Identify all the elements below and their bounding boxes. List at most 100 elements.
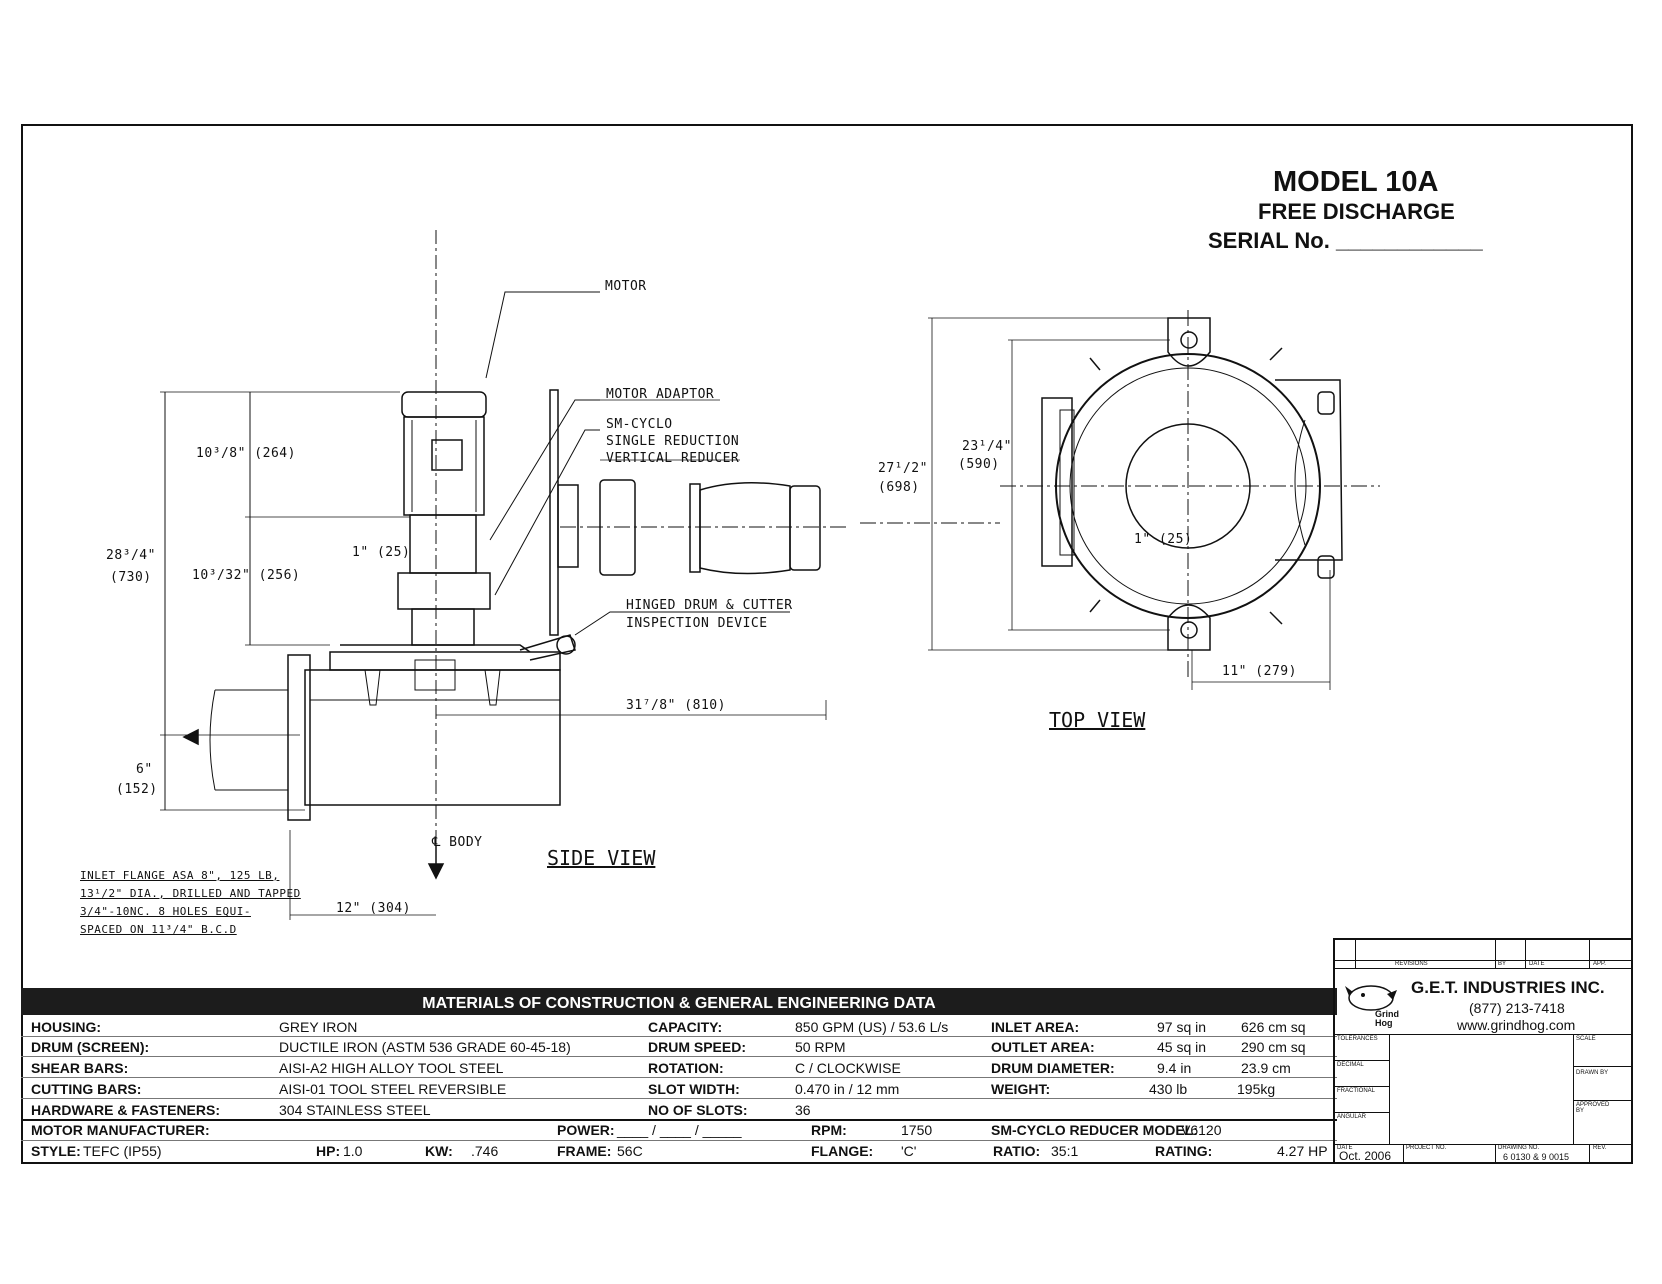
revisions-label: REVISIONS (1395, 961, 1428, 967)
dim-top-overall: 27¹/2" (878, 461, 928, 476)
drawn-by-label: DRAWN BY (1576, 1070, 1609, 1076)
no-of-slots-label: NO OF SLOTS: (648, 1102, 748, 1118)
drum-diameter-label: DRUM DIAMETER: (991, 1060, 1115, 1076)
reducer-model-value: V6120 (1181, 1122, 1222, 1138)
capacity-label: CAPACITY: (648, 1019, 723, 1035)
inlet-flange (287, 654, 311, 821)
app-label: APP. (1593, 961, 1606, 967)
kw-value: .746 (471, 1143, 499, 1159)
top-view-label: TOP VIEW (1049, 708, 1146, 732)
rotation-value: C / CLOCKWISE (795, 1060, 901, 1076)
drawing-no-value: 6 0130 & 9 0015 (1503, 1152, 1570, 1162)
motor-body (403, 416, 485, 516)
hp-label: HP: (316, 1143, 341, 1159)
weight-label: WEIGHT: (991, 1081, 1051, 1097)
callout-hinged-1: HINGED DRUM & CUTTER (626, 598, 793, 613)
tolerances-label: TOLERANCES (1337, 1036, 1378, 1042)
inlet-area-label: INLET AREA: (991, 1019, 1080, 1035)
dim-overall-height: 28³/4" (106, 548, 156, 563)
shear-bars-value: AISI-A2 HIGH ALLOY TOOL STEEL (279, 1060, 504, 1076)
rpm-label: RPM: (811, 1122, 847, 1138)
drum-diameter-in: 9.4 in (1157, 1060, 1192, 1076)
dim-inlet-offset: 6" (136, 762, 153, 777)
housing-value: GREY IRON (279, 1019, 358, 1035)
cutting-bars-value: AISI-01 TOOL STEEL REVERSIBLE (279, 1081, 507, 1097)
model-title: MODEL 10A (1273, 166, 1439, 198)
frame-value: 56C (617, 1143, 643, 1159)
outlet-area-label: OUTLET AREA: (991, 1039, 1095, 1055)
rev-label: REV. (1593, 1145, 1607, 1151)
style-label: STYLE: (31, 1143, 81, 1159)
callout-body: ℄ BODY (432, 835, 483, 850)
weight-lb: 430 lb (1149, 1081, 1188, 1097)
reducer-model-label: SM-CYCLO REDUCER MODEL: (991, 1122, 1198, 1138)
dim-reducer-height: 10³/32" (256) (192, 568, 301, 583)
dim-top-inner-mm: (590) (958, 457, 1000, 472)
motor-adaptor (409, 514, 477, 574)
reducer (397, 572, 491, 610)
top-lug (1167, 317, 1211, 367)
capacity-value: 850 GPM (US) / 53.6 L/s (795, 1019, 949, 1035)
inlet-note-line: 3/4"-10NC. 8 HOLES EQUI- (80, 905, 251, 918)
date-header-label: DATE (1529, 961, 1545, 967)
rating-value: 4.27 HP (1277, 1143, 1328, 1159)
outlet-area-cm: 290 cm sq (1241, 1039, 1306, 1055)
drum-body-side (699, 482, 791, 575)
inlet-note-line: INLET FLANGE ASA 8", 125 LB, (80, 869, 280, 882)
inlet-note-line: 13¹/2" DIA., DRILLED AND TAPPED (80, 887, 301, 900)
drum-diameter-cm: 23.9 cm (1241, 1060, 1291, 1076)
angular-label: ANGULAR (1337, 1114, 1367, 1120)
company-phone: (877) 213-7418 (1469, 1000, 1565, 1016)
logo-text: Grind Hog (1375, 1009, 1399, 1028)
decimal-label: DECIMAL (1337, 1062, 1364, 1068)
hardware-label: HARDWARE & FASTENERS: (31, 1102, 221, 1118)
dim-top-arm: 11" (279) (1222, 664, 1297, 679)
dim-length: 31⁷/8" (810) (626, 698, 726, 713)
date-value: Oct. 2006 (1339, 1149, 1392, 1163)
frame-label: FRAME: (557, 1143, 612, 1159)
subtitle: FREE DISCHARGE (1258, 199, 1455, 224)
housing-body (304, 669, 561, 806)
drum-speed-label: DRUM SPEED: (648, 1039, 747, 1055)
inlet-flange-top (1041, 397, 1073, 567)
inlet-area-cm: 626 cm sq (1241, 1019, 1306, 1035)
callout-hinged-2: INSPECTION DEVICE (626, 616, 768, 631)
motor-manufacturer-label: MOTOR MANUFACTURER: (31, 1122, 210, 1138)
title-block: REVISIONS BY DATE APP. Grind Hog G.E.T. … (1333, 938, 1633, 1164)
callout-reducer-3: VERTICAL REDUCER (606, 451, 740, 466)
grind-hog-logo (1345, 985, 1397, 1011)
callout-motor: MOTOR (605, 279, 647, 294)
inlet-note-line: SPACED ON 11³/4" B.C.D (80, 923, 237, 936)
scale-label: SCALE (1576, 1036, 1596, 1042)
data-table-header: MATERIALS OF CONSTRUCTION & GENERAL ENGI… (21, 988, 1337, 1015)
drum-label: DRUM (SCREEN): (31, 1039, 150, 1055)
approved-by-label: APPROVED BY (1576, 1102, 1610, 1114)
dim-overall-height-mm: (730) (110, 570, 152, 585)
weight-kg: 195kg (1237, 1081, 1276, 1097)
flange-label: FLANGE: (811, 1143, 874, 1159)
fractional-label: FRACTIONAL (1337, 1088, 1376, 1094)
callout-reducer-2: SINGLE REDUCTION (606, 434, 740, 449)
slot-width-value: 0.470 in / 12 mm (795, 1081, 900, 1097)
dim-top-gap: 1" (25) (1134, 532, 1193, 547)
dim-inlet-offset-mm: (152) (116, 782, 158, 797)
dim-gap: 1" (25) (352, 545, 411, 560)
company-web: www.grindhog.com (1457, 1017, 1576, 1033)
callout-motor-adaptor: MOTOR ADAPTOR (606, 387, 715, 402)
slot-width-label: SLOT WIDTH: (648, 1081, 740, 1097)
motor-junction-box (431, 439, 463, 471)
rotation-label: ROTATION: (648, 1060, 724, 1076)
power-value: ____ / ____ / _____ (617, 1122, 742, 1138)
motor-cap (401, 391, 487, 418)
shear-bars-label: SHEAR BARS: (31, 1060, 129, 1076)
flange-value: 'C' (901, 1143, 917, 1159)
flow-arrow (182, 728, 199, 746)
cutting-bars-label: CUTTING BARS: (31, 1081, 142, 1097)
outlet-area-in: 45 sq in (1157, 1039, 1207, 1055)
drum-plate (549, 389, 559, 636)
drum-speed-value: 50 RPM (795, 1039, 846, 1055)
hp-value: 1.0 (343, 1143, 363, 1159)
callout-reducer-1: SM-CYCLO (606, 417, 673, 432)
ratio-label: RATIO: (993, 1143, 1041, 1159)
